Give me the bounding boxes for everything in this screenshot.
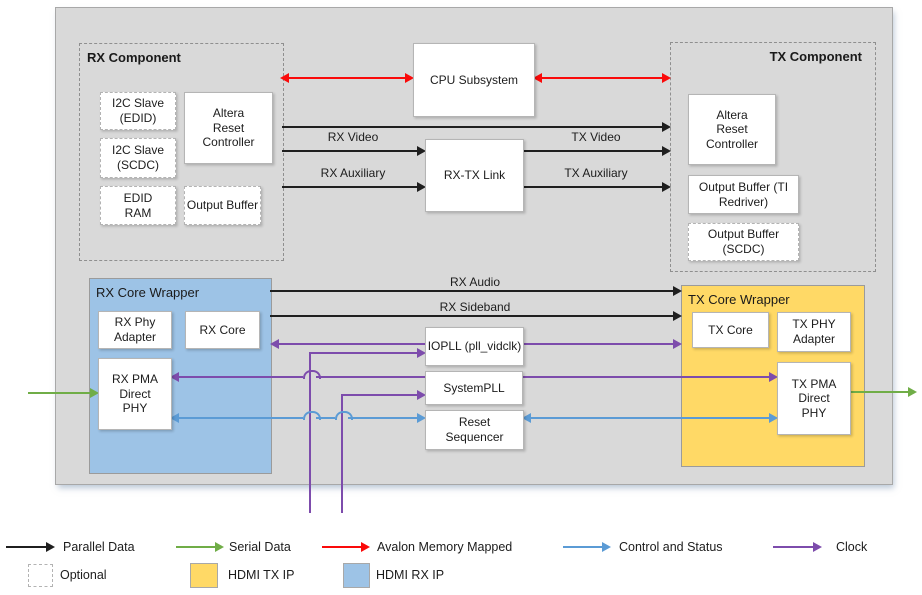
arrowhead-left-icon xyxy=(522,413,531,423)
box-edid-ram: EDID RAM xyxy=(100,186,176,225)
rx-auxiliary-arrow xyxy=(282,182,426,192)
box-i2c-slave-scdc: I2C Slave (SCDC) xyxy=(100,138,176,178)
legend-serial-label: Serial Data xyxy=(229,540,291,554)
arrowhead-right-icon xyxy=(417,182,426,192)
arrowhead-left-icon xyxy=(170,372,179,382)
legend-clock-label: Clock xyxy=(836,540,868,554)
clock-iopll-arrow xyxy=(309,348,426,358)
tx-component-region xyxy=(670,42,876,272)
rx-auxiliary-label: RX Auxiliary xyxy=(320,166,386,180)
avalon-rx-cpu-arrow xyxy=(280,73,414,83)
legend-hdmi-rx-ip-label: HDMI RX IP xyxy=(376,568,445,582)
clock-systempll-arrow xyxy=(341,390,426,400)
arrowhead-right-icon xyxy=(361,542,370,552)
arrowhead-right-icon xyxy=(662,73,671,83)
arrowhead-right-icon xyxy=(405,73,414,83)
arrowhead-right-icon xyxy=(673,311,682,321)
legend-clock-arrow-icon xyxy=(773,542,822,552)
tx-video-label: TX Video xyxy=(571,130,621,144)
legend-control-label: Control and Status xyxy=(619,540,723,554)
line-jump-arc xyxy=(303,370,321,379)
rx-audio-label: RX Audio xyxy=(449,275,501,289)
box-systempll: SystemPLL xyxy=(425,371,523,405)
arrowhead-right-icon xyxy=(215,542,224,552)
arrowhead-right-icon xyxy=(90,388,99,398)
legend-serial-arrow-icon xyxy=(176,542,224,552)
serial-out-arrow xyxy=(849,387,917,397)
rx-sideband-label: RX Sideband xyxy=(439,300,511,314)
box-rx-phy-adapter: RX Phy Adapter xyxy=(98,311,172,349)
box-rx-pma-direct-phy: RX PMA Direct PHY xyxy=(98,358,172,430)
arrowhead-left-icon xyxy=(533,73,542,83)
clock-refclk-vertical-2 xyxy=(341,394,343,513)
arrowhead-right-icon xyxy=(673,339,682,349)
legend-control-arrow-icon xyxy=(563,542,611,552)
box-iopll: IOPLL (pll_vidclk) xyxy=(425,327,524,366)
avalon-cpu-tx-arrow xyxy=(533,73,671,83)
legend-hdmi-tx-ip-swatch-icon xyxy=(190,563,218,588)
box-tx-core: TX Core xyxy=(692,312,769,348)
rx-core-wrapper-title: RX Core Wrapper xyxy=(96,285,200,300)
clock-refclk-vertical-1 xyxy=(309,352,311,513)
arrowhead-right-icon xyxy=(769,413,778,423)
arrowhead-right-icon xyxy=(662,122,671,132)
arrowhead-right-icon xyxy=(417,348,426,358)
arrowhead-right-icon xyxy=(417,413,426,423)
box-i2c-slave-edid: I2C Slave (EDID) xyxy=(100,92,176,130)
control-reset-tx-arrow xyxy=(522,413,778,423)
legend-optional-swatch-icon xyxy=(28,564,53,587)
tx-core-wrapper-title: TX Core Wrapper xyxy=(688,292,790,307)
box-cpu-subsystem: CPU Subsystem xyxy=(413,43,535,117)
box-tx-output-buffer-scdc: Output Buffer (SCDC) xyxy=(688,223,799,261)
arrowhead-left-icon xyxy=(170,413,179,423)
control-rx-reset-arrow xyxy=(170,413,426,423)
box-rx-altera-reset-controller: Altera Reset Controller xyxy=(184,92,273,164)
legend-avalon-label: Avalon Memory Mapped xyxy=(377,540,513,554)
box-tx-phy-adapter: TX PHY Adapter xyxy=(777,312,851,352)
arrowhead-right-icon xyxy=(813,542,822,552)
rx-component-title: RX Component xyxy=(87,50,181,65)
box-reset-sequencer: Reset Sequencer xyxy=(425,410,524,450)
rx-sideband-arrow xyxy=(270,311,682,321)
reset-controller-link-arrow xyxy=(282,122,671,132)
box-rx-tx-link: RX-TX Link xyxy=(425,139,524,212)
arrowhead-right-icon xyxy=(908,387,917,397)
arrowhead-right-icon xyxy=(662,146,671,156)
tx-video-arrow xyxy=(522,146,671,156)
box-rx-output-buffer: Output Buffer xyxy=(184,186,261,225)
tx-component-title: TX Component xyxy=(769,49,862,64)
arrowhead-right-icon xyxy=(662,182,671,192)
serial-in-arrow xyxy=(28,388,99,398)
arrowhead-left-icon xyxy=(270,339,279,349)
arrowhead-right-icon xyxy=(46,542,55,552)
rx-video-label: RX Video xyxy=(327,130,379,144)
arrowhead-left-icon xyxy=(280,73,289,83)
box-tx-output-buffer-ti-redriver: Output Buffer (TI Redriver) xyxy=(688,175,799,214)
legend-hdmi-rx-ip-swatch-icon xyxy=(343,563,370,588)
line-jump-arc xyxy=(303,411,321,420)
legend-optional-label: Optional xyxy=(60,568,107,582)
box-tx-pma-direct-phy: TX PMA Direct PHY xyxy=(777,362,851,435)
arrowhead-right-icon xyxy=(769,372,778,382)
rx-component-region xyxy=(79,43,284,261)
tx-auxiliary-arrow xyxy=(522,182,671,192)
arrowhead-right-icon xyxy=(417,390,426,400)
rx-audio-arrow xyxy=(270,286,682,296)
arrowhead-right-icon xyxy=(602,542,611,552)
legend-avalon-arrow-icon xyxy=(322,542,370,552)
line-jump-arc xyxy=(335,411,353,420)
legend-parallel-arrow-icon xyxy=(6,542,55,552)
tx-auxiliary-label: TX Auxiliary xyxy=(564,166,628,180)
box-tx-altera-reset-controller: Altera Reset Controller xyxy=(688,94,776,165)
arrowhead-right-icon xyxy=(673,286,682,296)
rx-video-arrow xyxy=(282,146,426,156)
box-rx-core: RX Core xyxy=(185,311,260,349)
arrowhead-right-icon xyxy=(417,146,426,156)
legend-hdmi-tx-ip-label: HDMI TX IP xyxy=(228,568,295,582)
legend-parallel-label: Parallel Data xyxy=(63,540,135,554)
